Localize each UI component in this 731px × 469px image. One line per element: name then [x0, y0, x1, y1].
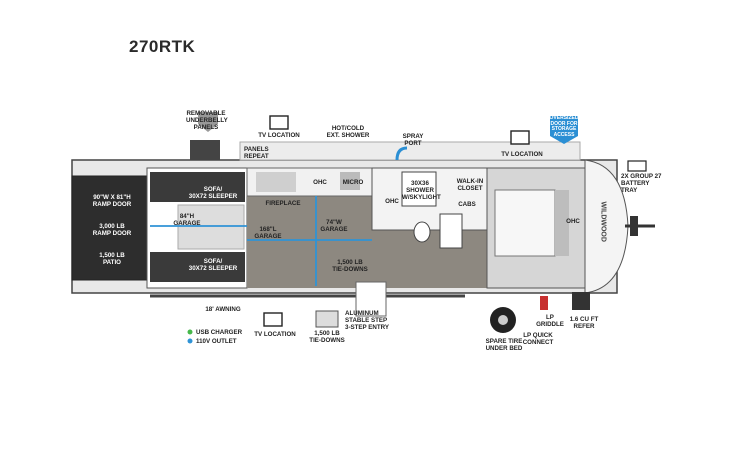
- garage-74-label: 74"W GARAGE: [320, 219, 348, 233]
- stove: [256, 172, 296, 192]
- model-name: 270RTK: [129, 37, 196, 56]
- tv-icon-bottom: [263, 312, 283, 327]
- tv-icon-right: [510, 130, 530, 145]
- hitch-jack: [630, 216, 638, 236]
- lp-griddle-label: LP GRIDDLE: [536, 314, 564, 328]
- garage-length-label: 168"L GARAGE: [254, 226, 282, 240]
- aluminum-step-label: ALUMINUM STABLE STEP 3-STEP ENTRY: [345, 310, 390, 331]
- tie-downs-inner-label: 1,500 LB TIE-DOWNS: [332, 259, 368, 273]
- legend-outlet: 110V OUTLET: [196, 338, 237, 345]
- tie-downs-outer-label: 1,500 LB TIE-DOWNS: [309, 330, 345, 344]
- usb-charger-label: USB CHARGER: [196, 329, 243, 336]
- vanity-shape: [439, 213, 463, 249]
- entry-steps: [355, 281, 387, 317]
- underbelly-panel: [190, 140, 220, 160]
- sink: [340, 172, 360, 190]
- outlet-dot: [187, 338, 193, 344]
- ramp-door-weight-label: 3,000 LB RAMP DOOR: [92, 223, 132, 237]
- spare-tire-label: SPARE TIRE UNDER BED: [485, 338, 523, 352]
- lp-quick-connect-label: LP QUICK CONNECT: [522, 332, 554, 346]
- battery-tray-label: 2X GROUP 27 BATTERY TRAY: [621, 173, 662, 194]
- shower-shape: [401, 171, 437, 207]
- micro-label: MICRO: [342, 179, 364, 186]
- wood-floor-main: [247, 196, 372, 288]
- brand-logo: WILDWOOD: [599, 201, 607, 242]
- sofa-top-label: SOFA/ 30x72 SLEEPER: [188, 186, 238, 200]
- ohc-bed-label: OHC: [566, 218, 580, 225]
- lp-griddle-icon: [540, 296, 548, 310]
- panels-repeat-strip: [239, 141, 581, 161]
- hot-cold-shower-label: HOT/COLD EXT. SHOWER: [326, 125, 370, 139]
- headboard: [555, 190, 569, 256]
- garage-height-label: 84"H GARAGE: [173, 213, 201, 227]
- garage-table: [177, 204, 245, 250]
- oversized-door-callout: [550, 116, 578, 144]
- bed-shape: [494, 189, 556, 257]
- removable-panels-arrow: [198, 112, 218, 132]
- fireplace-label: FIREPLACE: [265, 200, 301, 207]
- wood-floor-aisle: [372, 230, 487, 288]
- outlet-label: 110V OUTLET: [196, 338, 237, 345]
- ramp-door-label: 90"W x 81"H RAMP DOOR: [92, 194, 132, 208]
- tv-location-top-label: TV LOCATION: [258, 132, 300, 139]
- panels-repeat-label: PANELS REPEAT: [244, 146, 269, 160]
- spray-port-icon: [395, 146, 408, 161]
- battery-icon: [627, 160, 647, 172]
- removable-panels-label: REMOVABLE UNDERBELLY PANELS: [186, 110, 228, 131]
- tie-down-tray-icon: [315, 310, 339, 328]
- awning-label: 18' AWNING: [205, 306, 241, 313]
- oversized-door-label: OVERSIZED DOOR FOR STORAGE ACCESS: [549, 115, 579, 138]
- tv-icon-top: [269, 115, 289, 130]
- toilet-shape: [413, 221, 431, 243]
- sofa-top-shape: [150, 172, 245, 202]
- shower-label: 30x36 SHOWER w/SKYLIGHT: [402, 180, 441, 201]
- tv-location-bottom-label: TV LOCATION: [254, 331, 296, 338]
- usb-dot: [187, 329, 193, 335]
- patio-label: 1,500 LB PATIO: [99, 252, 125, 266]
- ohc-bath-label: OHC: [385, 198, 399, 205]
- walkin-closet-label: WALK-IN CLOSET: [456, 178, 484, 192]
- sofa-bottom-label: SOFA/ 30x72 SLEEPER: [188, 258, 238, 272]
- sofa-bottom-shape: [150, 252, 245, 282]
- refer-label: 1.6 CU FT REFER: [569, 316, 599, 330]
- ohc-kitchen-label: OHC: [313, 179, 327, 186]
- cabs-label: CABS: [458, 201, 476, 208]
- tv-location-right-label: TV LOCATION: [501, 151, 543, 158]
- refer-icon: [572, 292, 590, 310]
- legend-usb: USB CHARGER: [196, 329, 242, 336]
- spray-port-label: SPRAY PORT: [402, 133, 424, 147]
